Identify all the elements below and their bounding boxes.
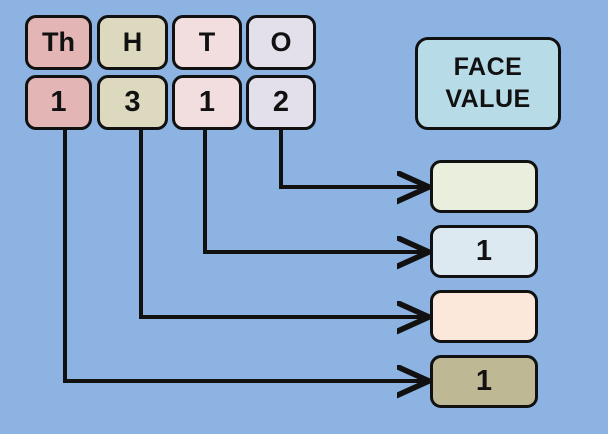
place-header-hundreds: H	[97, 15, 168, 70]
connector-t-to-result-2	[203, 128, 427, 252]
face-value-result-box-1[interactable]	[430, 160, 538, 213]
place-header-ones: O	[246, 15, 316, 70]
connector-th-to-result-4	[63, 128, 427, 381]
place-header-tens: T	[172, 15, 242, 70]
place-digit-thousands: 1	[25, 75, 92, 130]
face-value-result-box-3[interactable]	[430, 290, 538, 343]
face-value-result-box-4[interactable]: 1	[430, 355, 538, 408]
place-digit-hundreds: 3	[97, 75, 168, 130]
connector-o-to-result-1	[279, 128, 427, 187]
face-value-result-box-2[interactable]: 1	[430, 225, 538, 278]
face-value-line-1: FACE	[453, 53, 523, 82]
face-value-line-2: VALUE	[445, 84, 531, 113]
place-digit-ones: 2	[246, 75, 316, 130]
face-value-heading: FACE VALUE	[415, 37, 561, 130]
place-digit-tens: 1	[172, 75, 242, 130]
place-header-thousands: Th	[25, 15, 92, 70]
connector-h-to-result-3	[139, 128, 427, 317]
